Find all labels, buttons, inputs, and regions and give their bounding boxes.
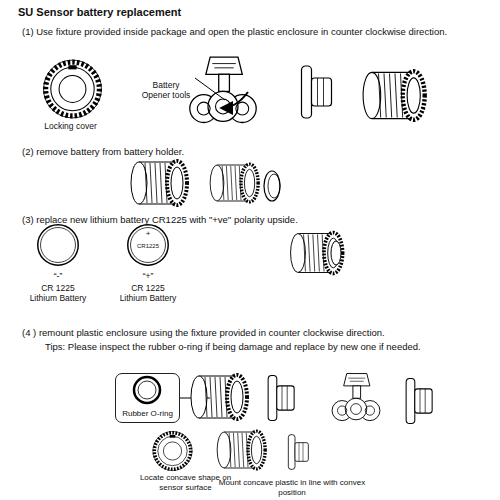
sensor-threaded bbox=[131, 161, 187, 205]
sensor-top bbox=[153, 431, 192, 470]
sensor-side bbox=[302, 66, 332, 118]
sensor-threaded bbox=[191, 375, 247, 419]
instruction-text: + bbox=[141, 229, 155, 239]
opener-tool bbox=[332, 374, 380, 421]
instruction-text: CR 1225 Lithium Battery bbox=[28, 283, 88, 303]
callout-label: Rubber O-ring bbox=[116, 410, 179, 419]
instruction-text: Tips: Please inspect the rubber o-ring i… bbox=[45, 341, 465, 352]
instruction-text: “-” bbox=[38, 271, 78, 281]
battery-symbol bbox=[38, 225, 78, 265]
o-ring bbox=[138, 381, 156, 399]
coin-battery bbox=[268, 174, 280, 198]
coin-battery bbox=[331, 241, 341, 265]
leader-line bbox=[195, 78, 225, 100]
sensor-threaded bbox=[363, 71, 425, 119]
instruction-text: Battery Opener tools bbox=[140, 80, 192, 100]
sensor-threaded bbox=[291, 233, 343, 274]
instruction-text: (1) Use fixture provided inside package … bbox=[22, 26, 482, 37]
instruction-text: CR 1225 Lithium Battery bbox=[118, 283, 178, 303]
instruction-text: (2) remove battery from battery holder. bbox=[22, 146, 442, 157]
instruction-text: “+” bbox=[128, 271, 168, 281]
sensor-threaded bbox=[210, 164, 258, 202]
instruction-text: Locking cover bbox=[28, 121, 113, 131]
instruction-text: Locate concave shape on sensor surface bbox=[138, 473, 233, 492]
instruction-text: Mount concave plastic in line with conve… bbox=[212, 478, 372, 497]
sensor-side bbox=[268, 375, 294, 420]
turn-arrow bbox=[222, 92, 248, 108]
sensor-top bbox=[44, 60, 102, 118]
sensor-side bbox=[406, 378, 432, 423]
battery-symbol bbox=[128, 225, 168, 265]
title: SU Sensor battery replacement bbox=[18, 6, 418, 19]
sensor-threaded bbox=[217, 431, 265, 469]
coin-battery bbox=[264, 171, 280, 201]
o-ring bbox=[134, 377, 160, 403]
opener-tool bbox=[190, 57, 256, 122]
callout-box: Rubber O-ring bbox=[115, 373, 180, 423]
instruction-text: (4 ) remount plastic enclosure using the… bbox=[22, 327, 492, 338]
instruction-text: CR1225 bbox=[131, 243, 165, 250]
sensor-side bbox=[288, 435, 308, 470]
instruction-text: (3) replace new lithium battery CR1225 w… bbox=[22, 214, 482, 225]
